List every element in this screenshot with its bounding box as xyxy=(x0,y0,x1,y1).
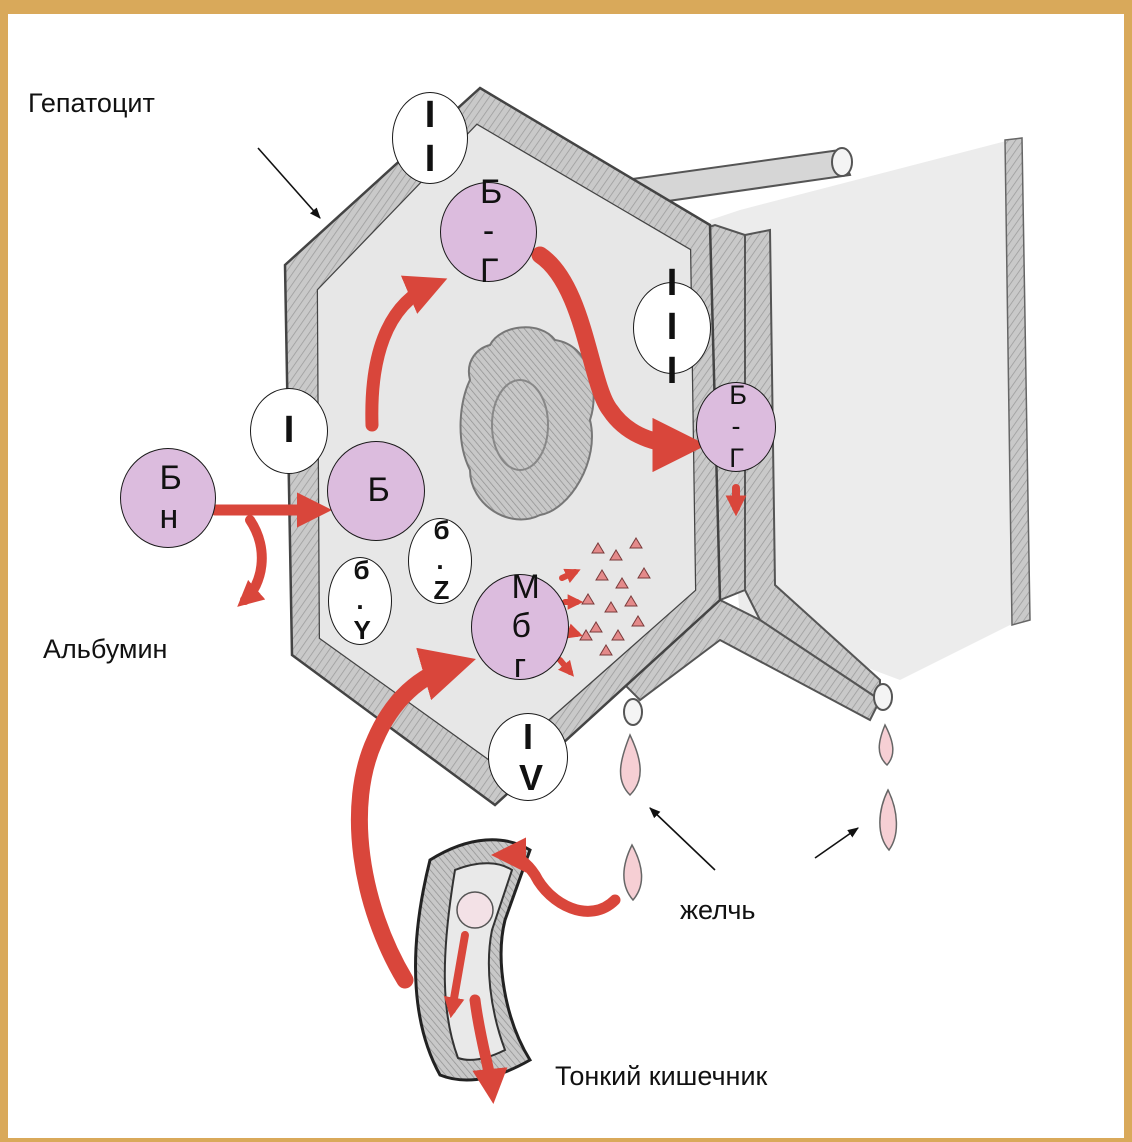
bile-droplets xyxy=(621,725,897,900)
node-bilirubin-glucuronide-right: Б-Г xyxy=(696,382,776,472)
small-intestine xyxy=(416,840,530,1080)
node-free-bilirubin: Бн xyxy=(120,448,216,548)
node-ligandin-z: б.Z xyxy=(408,518,472,604)
label-bile: желчь xyxy=(680,897,755,924)
arrow-to-intestine xyxy=(505,855,615,911)
label-small-intestine: Тонкий кишечник xyxy=(555,1063,767,1090)
arrow-albumin xyxy=(245,520,262,600)
nucleus xyxy=(461,327,594,519)
step-2: II xyxy=(392,92,468,184)
step-4: IV xyxy=(488,713,568,801)
label-albumin: Альбумин xyxy=(43,636,167,663)
node-bilirubin-glucuronide-top: Б-Г xyxy=(440,182,537,282)
step-3: III xyxy=(633,282,711,374)
node-bilirubin-cell: Б xyxy=(327,441,425,541)
label-hepatocyte: Гепатоцит xyxy=(28,90,155,117)
node-mbg: Мбг xyxy=(471,574,569,680)
node-ligandin-y: б.Y xyxy=(328,557,392,645)
step-1: I xyxy=(250,388,328,474)
